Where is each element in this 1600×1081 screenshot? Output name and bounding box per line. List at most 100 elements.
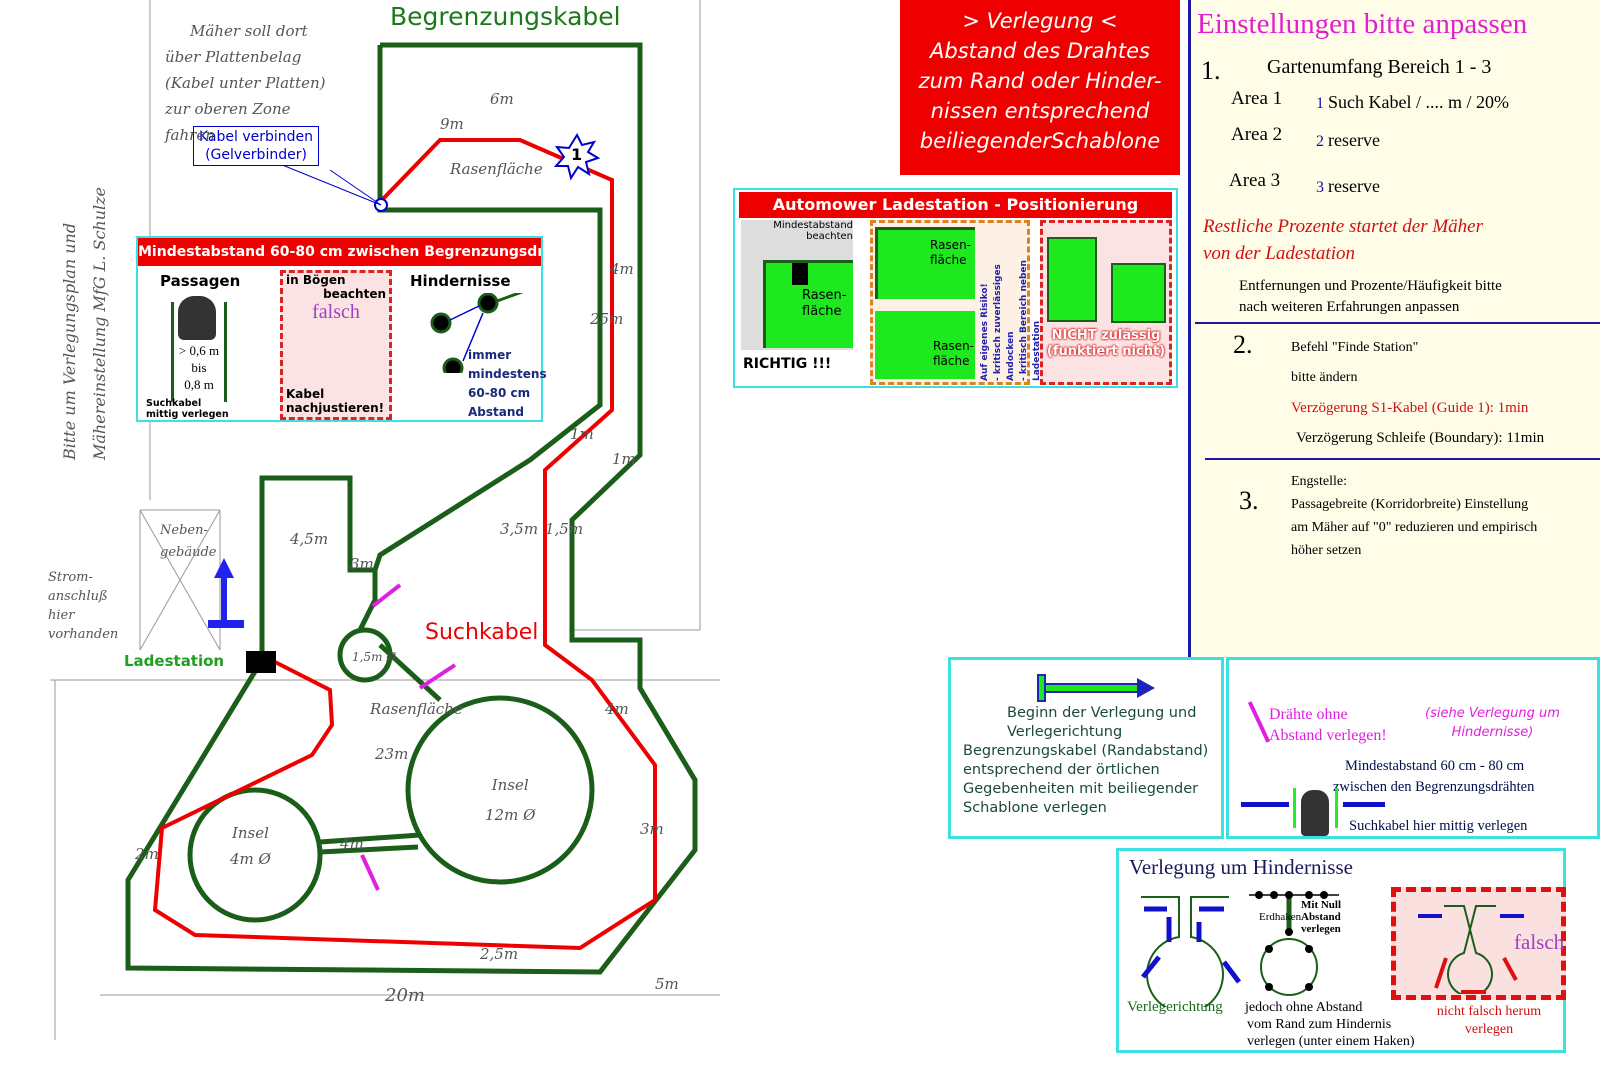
see-note: (siehe Verlegung um Hindernisse) [1425, 704, 1560, 742]
dim-label: 25m [590, 310, 624, 328]
lawn-label-1: Rasenfläche [450, 160, 543, 178]
risk-line: Auf eigenes Risiko! [980, 283, 990, 381]
pink-line: Drähte ohne [1269, 706, 1348, 723]
magenta-arrow-icon [1247, 701, 1271, 743]
area-text: Such Kabel / .... m / 20% [1328, 92, 1509, 112]
top-hand-note: Mäher soll dort über Plattenbelag (Kabel… [165, 18, 326, 148]
note-line: Abstand [468, 405, 524, 419]
rest-note: Restliche Prozente startet der Mäher von… [1203, 213, 1483, 267]
s3-line: Passagebreite (Korridorbreite) Einstellu… [1291, 497, 1529, 512]
null-line: Mit Null [1301, 899, 1342, 911]
s3-line: am Mäher auf "0" reduzieren und empirisc… [1291, 520, 1538, 535]
rasen-label: Rasen-fläche [933, 339, 974, 369]
such-note: Suchkabel hier mittig verlegen [1349, 818, 1528, 834]
note-line: Entfernungen und Prozente/Häufigkeit bit… [1239, 278, 1502, 294]
note-line: Bitte um Verlegungsplan und [60, 222, 79, 460]
star-icon: 1 [1316, 95, 1324, 112]
start-legend-text: Beginn der Verlegung und Verlegerichtung… [963, 704, 1208, 818]
dim-label: 20m [385, 985, 425, 1006]
dim-label: 1,5m [545, 520, 584, 538]
wrong-way-panel: falsch [1391, 887, 1566, 1000]
station-label: Ladestation [124, 652, 225, 670]
measure-text: > 0,6 m bis 0,8 m [174, 342, 224, 393]
passagen-heading: Passagen [160, 272, 241, 290]
hindernisse-heading: Hindernisse [410, 272, 511, 290]
rasen-line: fläche [930, 253, 967, 267]
legend-line: Schablone verlegen [963, 800, 1107, 816]
s2-black-line: Verzögerung Schleife (Boundary): 11min [1296, 430, 1545, 446]
note-line: Mäher soll dort [190, 22, 308, 40]
jedoch-note: jedoch ohne Abstand vom Rand zum Hindern… [1245, 999, 1415, 1050]
wire-icon [224, 302, 227, 402]
note-line: 60-80 cm [468, 386, 531, 400]
s2-line: bitte ändern [1291, 370, 1358, 385]
side-hand-note: Bitte um Verlegungsplan und Mähereinstel… [55, 187, 115, 460]
see-line: Hindernisse) [1451, 725, 1534, 740]
s3-line: Engstelle: [1291, 474, 1347, 489]
verlegung-notice: > Verlegung < Abstand des Drahtes zum Ra… [900, 0, 1180, 175]
notice-line: beiliegenderSchablone [919, 129, 1161, 153]
note-line: Strom- [48, 570, 93, 585]
area-label: Area 2 [1231, 124, 1283, 145]
pink-note: Drähte ohne Abstand verlegen! [1269, 704, 1387, 746]
nicht-line: (funktiert nicht) [1046, 344, 1166, 359]
section-1-title: Gartenumfang Bereich 1 - 3 [1267, 56, 1492, 78]
area-2-row: 2 reserve [1316, 130, 1380, 151]
boundary-wire [125, 42, 698, 975]
rasen-line: fläche [802, 304, 842, 319]
note-line: vorhanden [48, 627, 119, 642]
circle-small-label: 1,5m Ø [352, 650, 397, 664]
dim-label: 3,5m [500, 520, 539, 538]
legend-line: entsprechend der örtlichen [963, 762, 1160, 778]
min-note: Mindestabstand 60 cm - 80 cm zwischen de… [1333, 756, 1534, 798]
note-line: Neben- [160, 523, 208, 538]
null-note: Mit Null Abstand verlegen [1301, 899, 1341, 935]
charging-station-icon [246, 651, 276, 673]
correct-example: Mindestabstand beachten Rasen-fläche [741, 220, 853, 350]
jedoch-line: vom Rand zum Hindernis [1247, 1017, 1392, 1032]
risky-panel: Rasen-fläche Rasen-fläche Auf eigenes Ri… [870, 220, 1042, 385]
legend-line: Begrenzungskabel (Randabstand) [963, 743, 1209, 759]
marker-1-label: 1 [571, 145, 583, 164]
section-3-number: 3. [1239, 486, 1259, 515]
garden-map [50, 0, 720, 1040]
section-2-number: 2. [1233, 330, 1253, 359]
measure-line: > 0,6 m [178, 343, 220, 358]
settings-title: Einstellungen bitte anpassen [1197, 8, 1528, 40]
note-line: Mähereinstellung MfG L. Schulze [90, 186, 109, 460]
risk-line: - kritisch zuverlässiges Andocken [993, 264, 1016, 381]
null-line: Abstand [1301, 911, 1341, 923]
s2-red-line: Verzögerung S1-Kabel (Guide 1): 1min [1291, 400, 1529, 416]
measure-line: 0,8 m [184, 377, 214, 392]
not-allowed-text: NICHT zulässig (funktiert nicht) [1043, 328, 1169, 360]
arrow-right-icon [1241, 802, 1289, 807]
pink-line: Abstand verlegen! [1269, 727, 1387, 744]
legend-line: Verlegerichtung [1007, 724, 1123, 740]
rasen-line: Rasen- [933, 339, 974, 353]
note-line: über Plattenbelag [165, 48, 302, 66]
kabel-line: nachjustieren! [286, 401, 385, 415]
lawn-label-2: Rasenfläche [370, 700, 463, 718]
note-line: nach weiteren Erfahrungen anpassen [1239, 299, 1460, 315]
note-line: gebäude [160, 545, 217, 560]
note-line: zur oberen Zone [165, 100, 291, 118]
s2-line: Befehl "Finde Station" [1291, 340, 1419, 355]
island-small-label: Insel 4m Ø [230, 820, 271, 872]
s3-line: höher setzen [1291, 543, 1362, 558]
nicht-line: NICHT zulässig [1051, 328, 1161, 343]
section-3-text: Engstelle: Passagebreite (Korridorbreite… [1291, 470, 1537, 562]
note-line: hier [48, 608, 75, 623]
section-1-number: 1. [1201, 56, 1221, 85]
dim-label: 1m [570, 425, 594, 443]
area-3-row: 3 reserve [1316, 176, 1380, 197]
dim-label: 5m [655, 975, 679, 993]
rest-line: von der Ladestation [1203, 243, 1355, 264]
rasen-line: Rasen- [802, 288, 847, 303]
station-title: Automower Ladestation - Positionierung [739, 192, 1172, 218]
rest-line: Restliche Prozente startet der Mäher [1203, 216, 1484, 237]
wire-icon [171, 302, 174, 402]
obstacle-diagram [1141, 891, 1339, 1007]
lawn-area: Rasen-fläche [763, 260, 853, 348]
wire-icon [1293, 788, 1296, 828]
dim-label: 4m [610, 260, 634, 278]
